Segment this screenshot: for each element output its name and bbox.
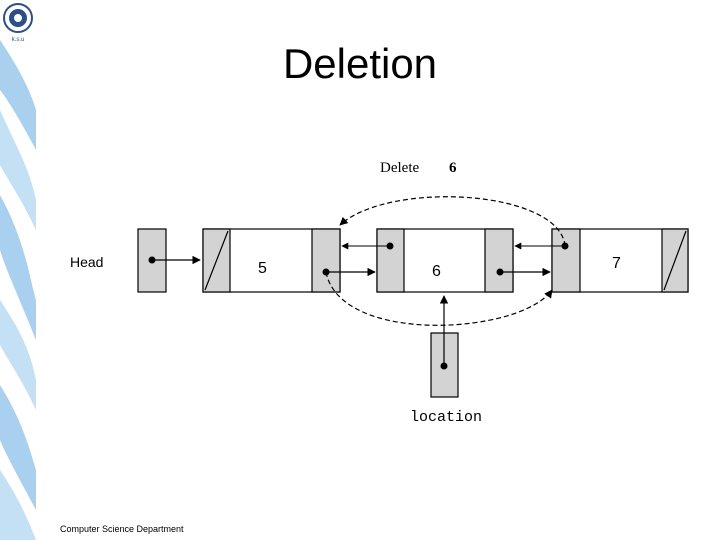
delete-value: 6	[449, 160, 457, 176]
node-6	[376, 228, 514, 293]
location-label: location	[410, 409, 482, 426]
slide-title: Deletion	[282, 40, 438, 87]
dashed-bypass-top	[339, 196, 566, 247]
dashed-bypass-bottom	[325, 271, 553, 326]
head-label: Head	[70, 254, 103, 270]
logo-caption: k.s.u	[11, 37, 25, 43]
node-value-5: 5	[258, 260, 267, 277]
delete-label: Delete	[380, 160, 419, 176]
left-decorative-strip	[0, 0, 36, 540]
footer-department: Computer Science Department	[60, 524, 184, 534]
node-value-7: 7	[612, 255, 621, 272]
node-5	[202, 228, 341, 293]
location-pointer	[430, 295, 459, 398]
head-pointer	[137, 228, 201, 293]
node-value-6: 6	[432, 263, 441, 280]
university-logo	[3, 3, 33, 33]
node-7	[551, 228, 689, 293]
